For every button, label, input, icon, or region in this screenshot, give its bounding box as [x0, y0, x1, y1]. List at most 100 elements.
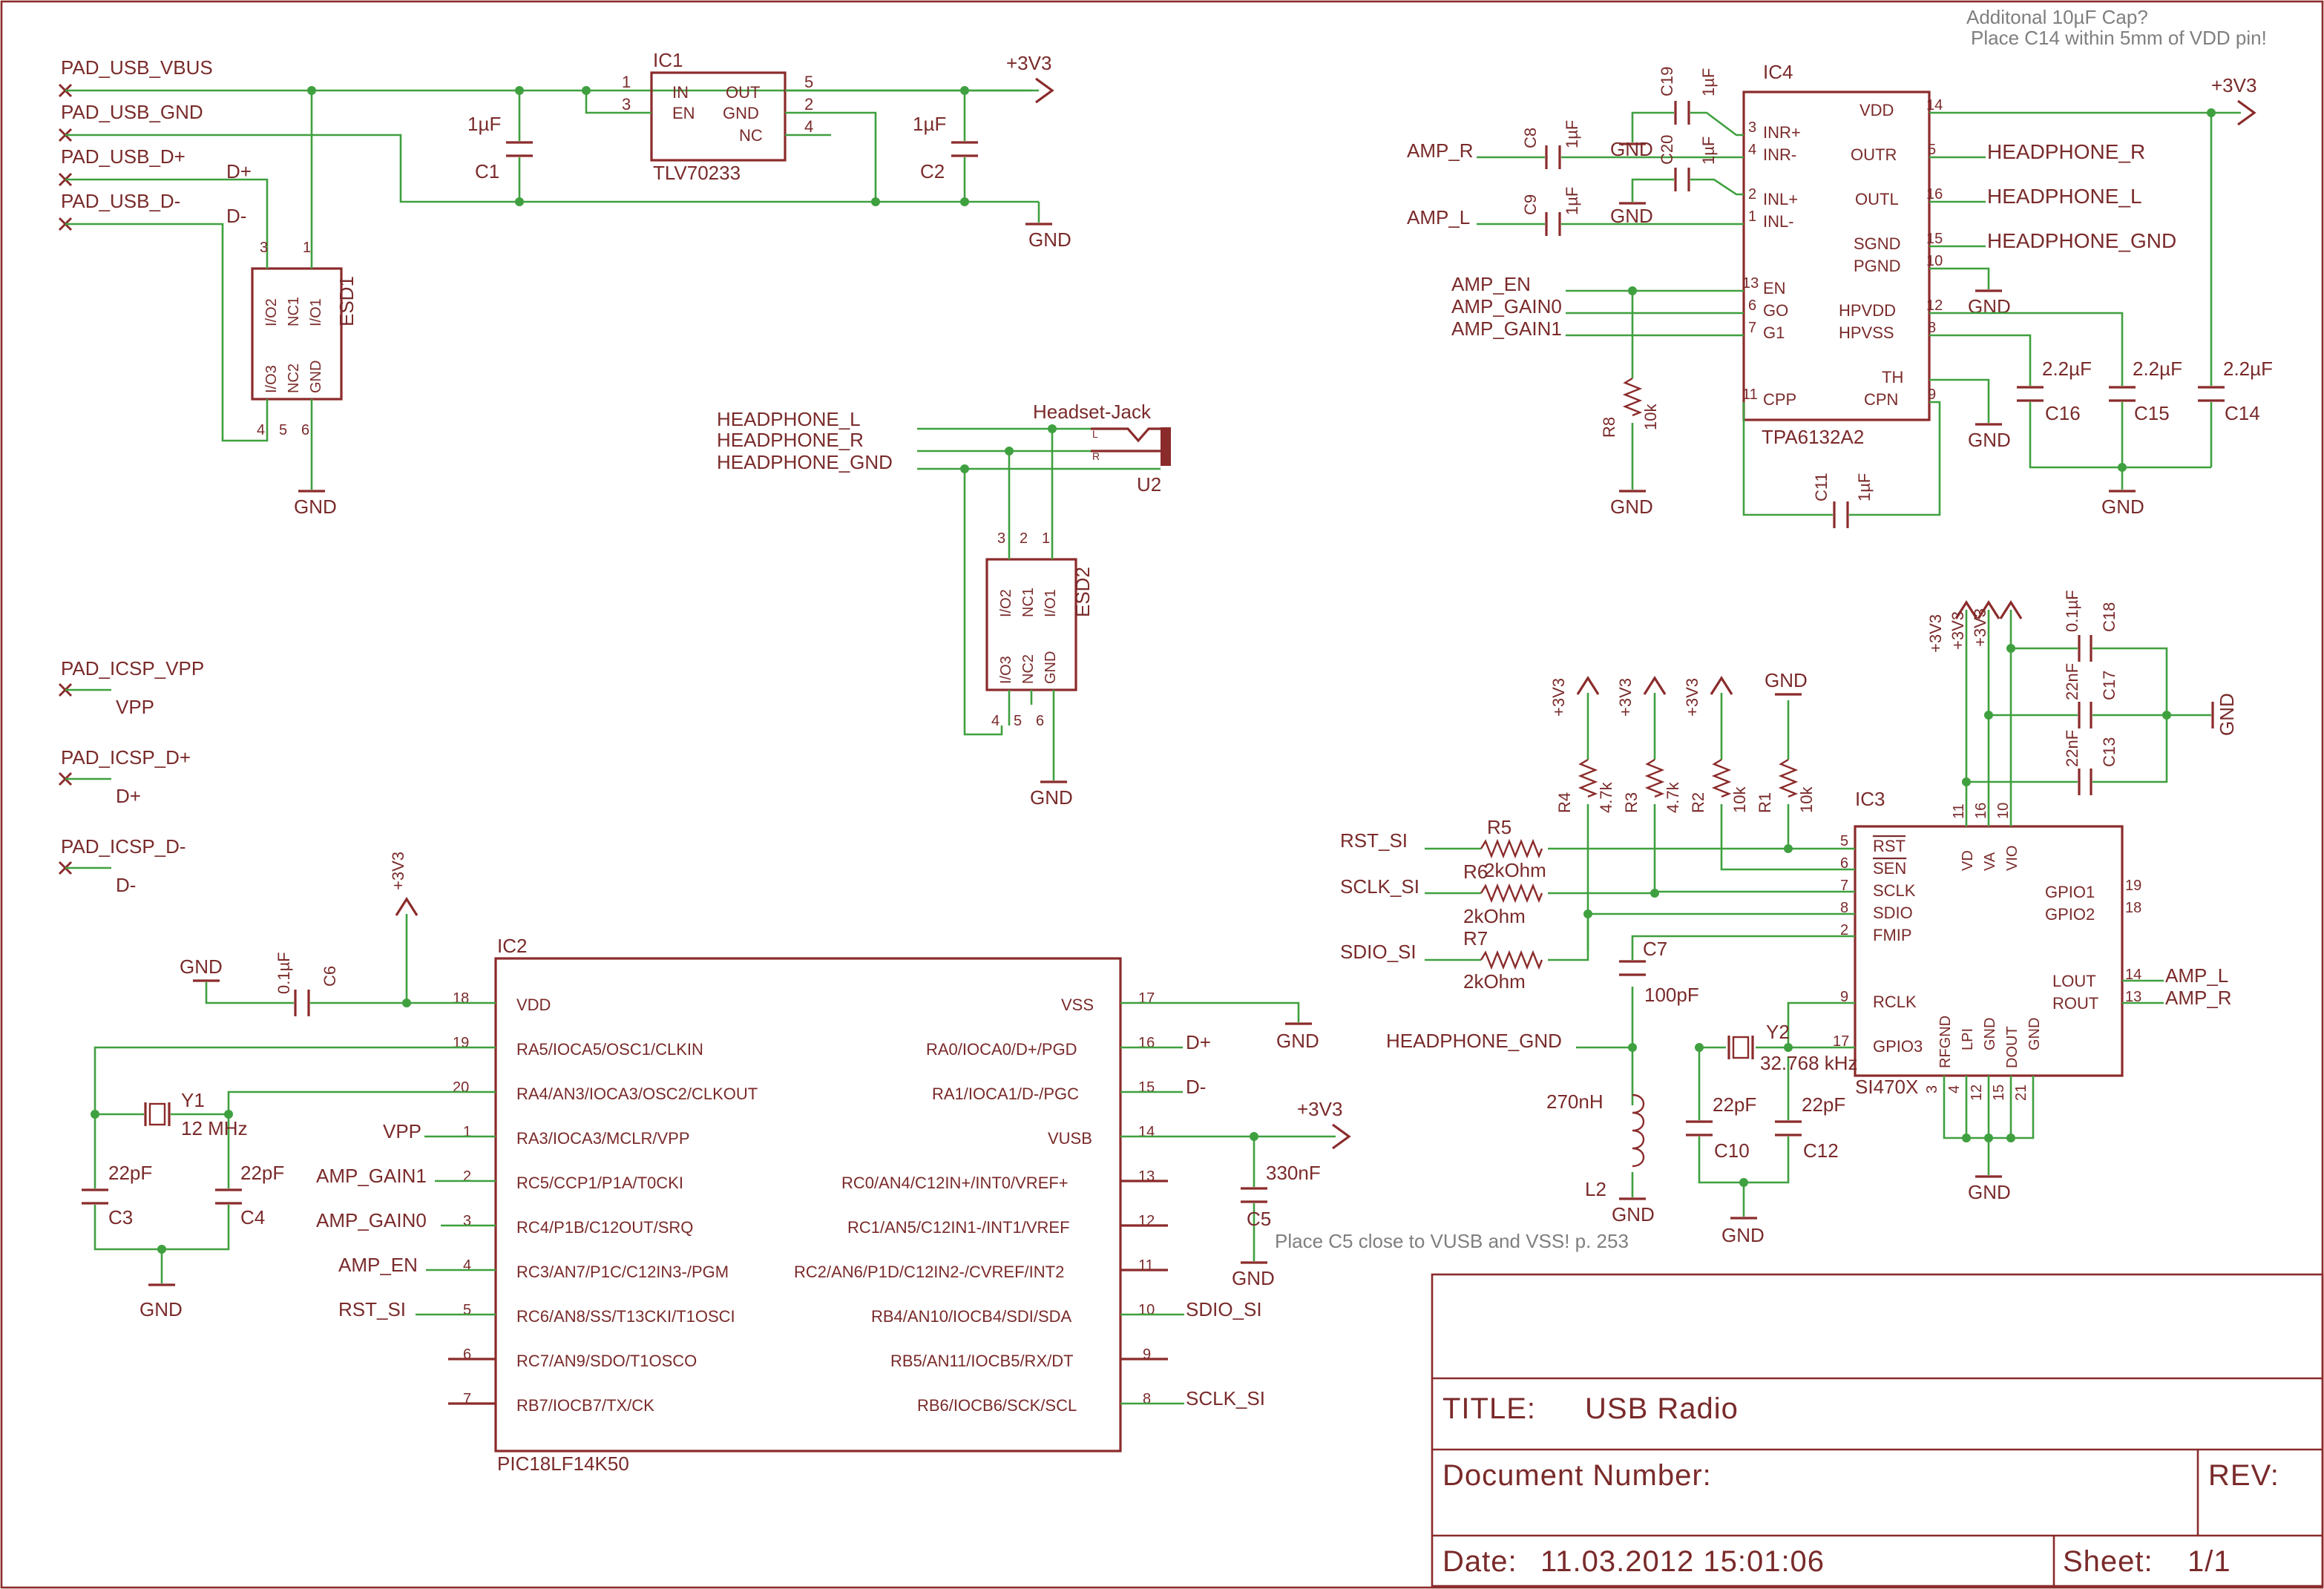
mcu-left-nets-4-label: AMP_GAIN1 [316, 1165, 427, 1187]
jack-net-gnd-label: HEADPHONE_GND [717, 451, 893, 473]
radio-nums-left-4-label: 2 [1840, 922, 1848, 938]
amp-c14-label: C14 [2225, 402, 2260, 424]
mcu-c6-label: C6 [321, 966, 339, 987]
pads-gnd-label: PAD_USB_GND [61, 101, 203, 123]
radio-hp-gnd-label: HEADPHONE_GND [1386, 1030, 1562, 1052]
radio-nums-bottom-1-label: 4 [1946, 1085, 1963, 1093]
power-gnd-label: GND [1968, 1181, 2011, 1203]
mcu-left-pins-1-label: RA5/IOCA5/OSC1/CLKIN [516, 1040, 703, 1059]
pads-dm-label: PAD_USB_D- [61, 190, 180, 212]
mcu-right-nets-2-label: D- [1186, 1076, 1206, 1098]
esd-nc2-label: NC2 [1020, 654, 1037, 684]
regulator-c1-label: C1 [475, 160, 499, 182]
esd-n4-label: 4 [257, 422, 265, 438]
radio-pins-left-3-label: SDIO [1873, 904, 1913, 922]
radio-pins-right-1-label: GPIO2 [2045, 905, 2095, 924]
radio-part-label: SI470X [1855, 1076, 1918, 1098]
mcu-right-nums-9-label: 8 [1143, 1391, 1151, 1407]
amp-pins-left-6-label: G1 [1763, 323, 1785, 342]
mcu-right-nums-2-label: 15 [1138, 1079, 1155, 1096]
mcu-left-nets-6-label: AMP_EN [338, 1254, 418, 1276]
mcu-c3-label: C3 [108, 1206, 133, 1228]
mcu-right-nets-1-label: D+ [1186, 1031, 1211, 1053]
amp-pins-right-1-label: OUTR [1851, 145, 1897, 164]
radio-r2k-label: 2kOhm [1484, 859, 1546, 881]
power-v33-label: +3V3 [1949, 611, 1967, 650]
radio-r6-label: R6 [1463, 861, 1488, 883]
radio-nums-bottom-0-label: 3 [1924, 1085, 1940, 1093]
radio-y2-label: Y2 [1766, 1021, 1790, 1043]
esd-name1-label: ESD1 [335, 276, 358, 326]
esd-n5-label: 5 [279, 422, 287, 438]
radio-pins-bottom-2-label: GND [1982, 1018, 1998, 1050]
amp-nums-right-4-label: 10 [1926, 253, 1943, 269]
radio-pins-right-0-label: GPIO1 [2045, 883, 2095, 901]
pads-icsp-dm-label: PAD_ICSP_D- [61, 835, 186, 858]
radio-nums-left-3-label: 8 [1840, 900, 1848, 916]
amp-note-2: Place C14 within 5mm of VDD pin! [1971, 27, 2267, 49]
amp-nums-left-0-label: 3 [1748, 119, 1756, 136]
amp-net-amp-l-label: AMP_L [2165, 964, 2228, 987]
power-v33-label: +3V3 [1616, 678, 1635, 717]
amp-nums-right-1-label: 5 [1928, 142, 1936, 158]
power-gnd-label: GND [1765, 669, 1808, 691]
regulator-c1-val-label: 1µF [467, 113, 501, 135]
amp-nums-right-3-label: 15 [1926, 231, 1943, 247]
radio-pins-right-2-label: LOUT [2052, 972, 2096, 990]
amp-nums-right-6-label: 8 [1928, 320, 1936, 336]
esd-gnd-label: GND [1043, 651, 1059, 684]
mcu-right-nums-7-label: 10 [1138, 1302, 1155, 1318]
mcu-name-label: IC2 [497, 935, 527, 957]
amp-c15-label: C15 [2134, 402, 2170, 424]
regulator-n1-label: 1 [622, 73, 631, 91]
radio-nums-left-2-label: 7 [1840, 878, 1848, 894]
radio-nums-right-3-label: 13 [2125, 989, 2141, 1005]
amp-c-22u-label: 2.2µF [2042, 358, 2092, 380]
amp-pins-left-0-label: INR+ [1763, 123, 1801, 142]
power-v33-label: +3V3 [1549, 678, 1568, 717]
radio-r2k-label: 2kOhm [1463, 970, 1526, 993]
esd-n2-label: 2 [1020, 530, 1028, 547]
revision-label: REV: [2208, 1459, 2279, 1492]
radio-c22p-label: 22pF [1713, 1093, 1756, 1116]
radio-r2-label: R2 [1689, 792, 1707, 813]
mcu-right-nums-4-label: 13 [1138, 1168, 1155, 1185]
amp-nums-left-4-label: 13 [1742, 275, 1759, 292]
amp-net-amp-l-label: AMP_L [1407, 206, 1470, 228]
radio-l2-val-label: 270nH [1546, 1090, 1604, 1113]
power-v33-label: +3V3 [389, 852, 407, 890]
mcu-left-nums-1-label: 19 [453, 1035, 469, 1051]
pad-usb-dplus: PAD_USB_D+ [58, 145, 186, 187]
mcu-left-nums-4-label: 2 [463, 1168, 471, 1185]
power-gnd-label: GND [1232, 1267, 1275, 1289]
mcu-right-pins-0-label: VSS [1061, 996, 1094, 1014]
amp-c20-label: C20 [1658, 135, 1676, 165]
radio-y2-val-label: 32.768 kHz [1760, 1052, 1858, 1074]
radio-pins-bottom-4-label: GND [2026, 1018, 2043, 1050]
mcu-y1-val-label: 12 MHz [181, 1117, 248, 1139]
power-gnd-label: GND [1610, 138, 1653, 160]
esd-n6-label: 6 [301, 422, 309, 438]
esd-nc2-label: NC2 [286, 363, 302, 393]
esd1-component: 3 1 4 5 6 I/O2 NC1 I/O1 I/O3 NC2 GND ESD… [251, 224, 358, 518]
mcu-left-nets-7-label: RST_SI [338, 1298, 406, 1320]
radio-c7-label: C7 [1643, 938, 1667, 960]
radio-c7-val-label: 100pF [1644, 984, 1699, 1006]
headset-jack-section: HEADPHONE_L HEADPHONE_R HEADPHONE_GND He… [717, 401, 1171, 809]
radio-c01u-label: 0.1µF [2063, 590, 2081, 632]
amp-nums-right-5-label: 12 [1926, 297, 1943, 314]
radio-pins-left-0-label: RST [1873, 837, 1906, 855]
title-label: TITLE: [1442, 1392, 1536, 1425]
radio-nums-top-1-label: 16 [1973, 803, 1989, 819]
mcu-left-nets-5-label: AMP_GAIN0 [316, 1209, 427, 1231]
pads-dplus-label: D+ [116, 785, 141, 807]
radio-section: IC3 SI470X RST SEN SCLK SDIO FMIP RCLK G… [1340, 590, 2238, 1246]
radio-r5-label: R5 [1487, 816, 1511, 838]
amp-nums-left-7-label: 11 [1742, 386, 1758, 403]
radio-pins-top-2-label: VIO [2004, 846, 2021, 871]
amp-pins-left-1-label: INR- [1763, 145, 1796, 164]
amp-net-gain1-label: AMP_GAIN1 [1451, 318, 1562, 340]
regulator-pin-gnd-label: GND [723, 104, 759, 122]
